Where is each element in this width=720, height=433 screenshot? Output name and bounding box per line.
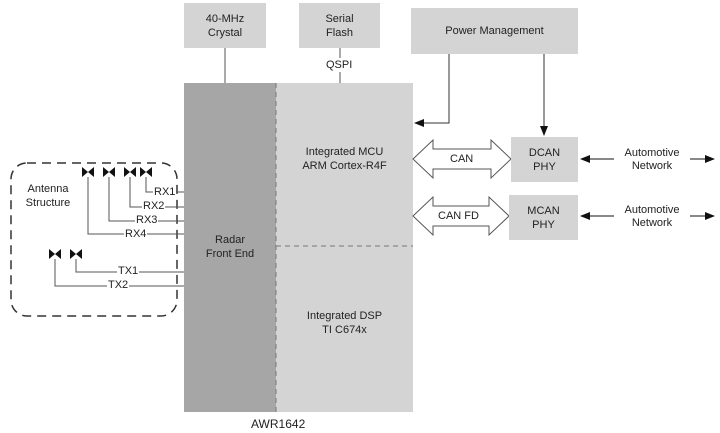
serial-flash-label-line2: Flash [326,26,353,39]
antenna-feed-lines [54,177,184,287]
dsp-label-line1: Integrated DSP [306,310,383,322]
mcu-label: Integrated MCU ARM Cortex-R4F [276,144,413,174]
rx4-label: RX4 [124,228,148,241]
tx-antenna-icons [49,249,82,259]
crystal-label-line2: Crystal [207,26,243,39]
network-2-line1: Automotive [624,204,680,216]
antenna-structure-boundary [10,162,178,317]
processor-block [276,83,413,412]
mcu-label-line1: Integrated MCU [305,146,384,158]
rx4-line [87,177,184,235]
antenna-label-line1: Antenna [27,183,69,195]
serial-flash-label-line1: Serial [325,12,354,25]
mcan-phy-label-line1: MCAN [527,204,560,217]
crystal-label-line1: 40-MHz [205,12,245,25]
tx1-label: TX1 [117,265,140,278]
network-2-line2: Network [631,217,673,229]
mcu-label-line2: ARM Cortex-R4F [302,160,387,172]
mcan-phy-label-line2: PHY [532,218,555,231]
network-arrows [580,155,715,220]
rx2-label: RX2 [142,200,166,213]
antenna-icon [82,167,94,177]
antenna-icon [49,249,61,259]
can-label: CAN [450,153,474,165]
dcan-phy-label-line2: PHY [533,160,556,173]
radar-front-end-block [184,83,276,412]
radar-front-end-label-line2: Front End [205,248,255,260]
antenna-icon [103,167,115,177]
tx1-line [75,259,184,273]
chip-name-label: AWR1642 [251,417,306,431]
dcan-phy-label-line1: DCAN [528,146,561,159]
power-management-label: Power Management [445,25,544,37]
rx3-label: RX3 [135,214,159,227]
antenna-icon [140,167,152,177]
power-management-block: Power Management [411,8,578,54]
rx-antenna-icons [82,167,152,177]
antenna-icon [70,249,82,259]
network-1-line2: Network [631,160,673,172]
rx1-label: RX1 [153,186,177,199]
antenna-icon [124,167,136,177]
tx2-label: TX2 [107,279,130,292]
power-to-mcu-arrow [414,54,450,127]
radar-front-end-label-line1: Radar [215,234,245,246]
can-fd-label: CAN FD [438,210,479,222]
dsp-label-line2: TI C674x [322,324,367,336]
qspi-label: QSPI [326,59,353,71]
rx3-line [108,177,184,222]
dsp-label: Integrated DSP TI C674x [276,308,413,338]
rx2-line [129,177,184,208]
tx2-line [54,259,184,287]
network-1-line1: Automotive [624,147,680,159]
antenna-label-line2: Structure [25,197,71,209]
